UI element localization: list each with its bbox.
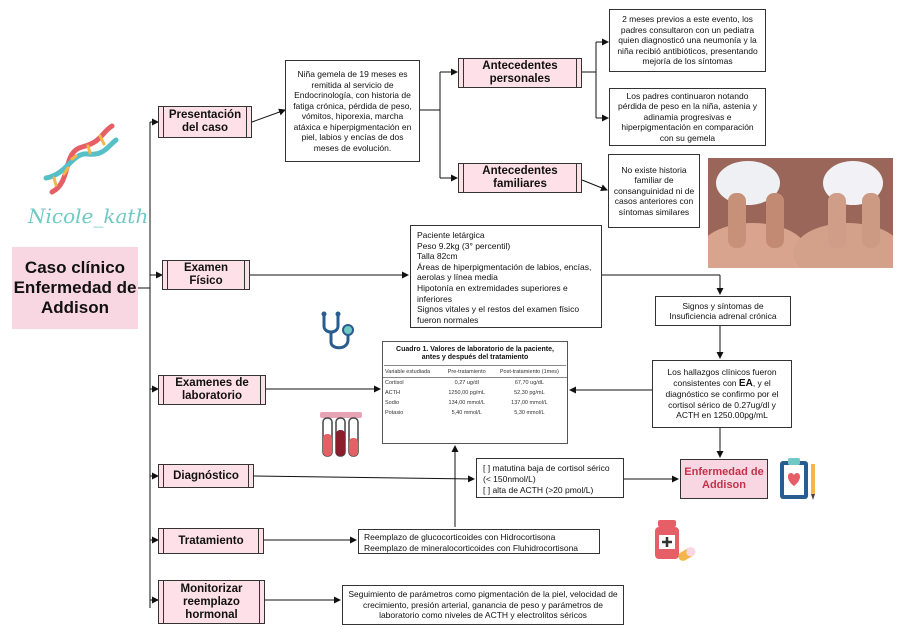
stethoscope-icon — [321, 311, 354, 350]
tratamiento-line: Reemplazo de mineralocorticoides con Flu… — [364, 542, 579, 553]
lab-table: Cuadro 1. Valores de laboratorio de la p… — [382, 341, 568, 444]
enfermedad-box: Enfermedad de Addison — [680, 459, 768, 499]
criteria-line: [ ] alta de ACTH (>20 pmol/L) — [483, 485, 594, 495]
examen-line: Hipotonía en extremidades superiores e i… — [417, 282, 568, 304]
presentacion-text: Niña gemela de 19 meses es remitida al s… — [285, 60, 420, 162]
antecedentes-personales: Antecedentes personales — [458, 58, 582, 88]
lab-header: Pre-tratamiento — [441, 367, 492, 378]
section-diagnostico: Diagnóstico — [158, 464, 254, 488]
monitorizar-text: Seguimiento de parámetros como pigmentac… — [342, 585, 624, 625]
antecedentes-familiares: Antecedentes familiares — [458, 163, 582, 193]
hallazgos-box: Los hallazgos clínicos fueron consistent… — [652, 360, 792, 428]
test-tubes-icon — [320, 412, 362, 457]
examen-line: Peso 9.2kg (3° percentil) — [417, 240, 511, 251]
examen-line: Talla 82cm — [417, 251, 458, 262]
section-presentacion: Presentación del caso — [158, 106, 252, 138]
examen-line: Áreas de hiperpigmentación de labios, en… — [417, 261, 592, 283]
antecedente-item-2: Los padres continuaron notando pérdida d… — [609, 88, 766, 146]
section-examen-fisico: Examen Físico — [162, 260, 250, 290]
patient-photo — [708, 158, 893, 268]
examen-line: Paciente letárgica — [417, 230, 485, 240]
clipboard-heart-icon — [780, 458, 815, 500]
section-tratamiento: Tratamiento — [158, 528, 264, 554]
tratamiento-line: Reemplazo de glucocorticoides con Hidroc… — [364, 532, 556, 542]
lab-header: Variable estudiada — [383, 367, 442, 378]
tratamiento-text: Reemplazo de glucocorticoides con Hidroc… — [358, 529, 600, 554]
dna-icon — [43, 123, 119, 195]
antecedentes-familiares-text: No existe historia familiar de consangui… — [608, 154, 700, 228]
medicine-bottle-icon — [655, 520, 696, 561]
signos-box: Signos y síntomas de Insuficiencia adren… — [655, 296, 791, 326]
lab-table-title: Cuadro 1. Valores de laboratorio de la p… — [384, 343, 566, 366]
criteria-line: [ ] matutina baja de cortisol sérico (< … — [483, 463, 610, 484]
examen-line: Signos vitales y el restos del examen fí… — [417, 304, 580, 325]
logo-text: Nicole_kath — [28, 204, 149, 228]
section-laboratorio: Examenes de laboratorio — [158, 375, 266, 405]
antecedente-item-1: 2 meses previos a este evento, los padre… — [609, 9, 766, 72]
lab-header: Post-tratamiento (1mes) — [491, 367, 567, 378]
diagnostico-criteria: [ ] matutina baja de cortisol sérico (< … — [476, 458, 624, 498]
main-title: Caso clínico Enfermedad de Addison — [12, 247, 138, 329]
section-monitorizar: Monitorizar reemplazo hormonal — [158, 580, 265, 624]
examen-fisico-text: Paciente letárgica Peso 9.2kg (3° percen… — [410, 225, 602, 328]
